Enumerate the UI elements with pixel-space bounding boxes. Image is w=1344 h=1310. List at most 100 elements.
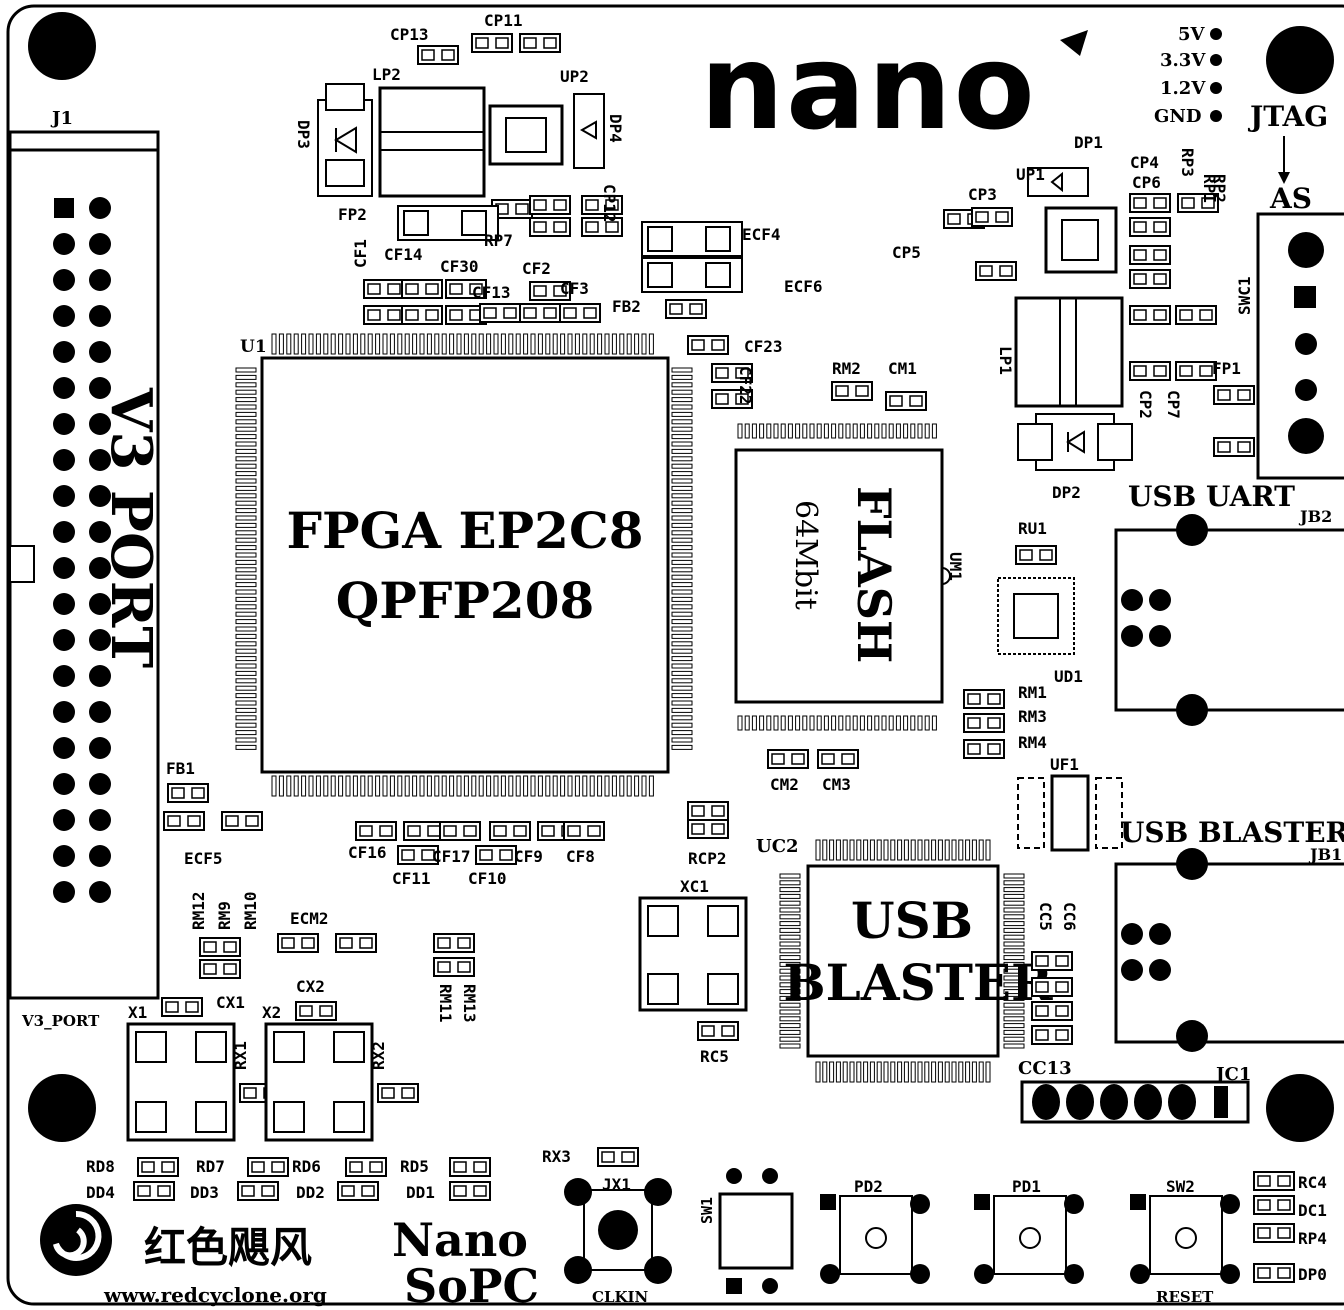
smd-pad bbox=[553, 285, 567, 297]
mounting-hole bbox=[28, 12, 96, 80]
ic-pin bbox=[1003, 975, 1025, 981]
v3-port-label: V3_PORT bbox=[21, 1012, 100, 1030]
ref-rcp2: RCP2 bbox=[688, 849, 727, 868]
ic-pin bbox=[671, 537, 693, 543]
pin bbox=[89, 701, 111, 723]
ic-pin bbox=[759, 715, 765, 731]
ic-pin bbox=[515, 333, 521, 355]
ic-pin bbox=[537, 775, 543, 797]
ic-pin bbox=[278, 775, 284, 797]
ic-pin bbox=[560, 333, 566, 355]
ic-pin bbox=[849, 839, 855, 861]
ic-pin bbox=[671, 685, 693, 691]
ic-pin bbox=[463, 775, 469, 797]
ic-pin bbox=[235, 715, 257, 721]
smd-pad bbox=[1179, 309, 1193, 321]
pin bbox=[53, 629, 75, 651]
pin bbox=[89, 341, 111, 363]
ic-pin bbox=[235, 508, 257, 514]
smd-pad bbox=[771, 753, 785, 765]
ic-pin bbox=[867, 715, 873, 731]
ic-pin bbox=[360, 775, 366, 797]
smd-pad bbox=[1199, 365, 1213, 377]
ref-lp1: LP1 bbox=[996, 346, 1015, 375]
smd-pad bbox=[721, 1025, 735, 1037]
ref-ud1: UD1 bbox=[1054, 667, 1083, 686]
smd-pad bbox=[441, 49, 455, 61]
ic-pin bbox=[486, 333, 492, 355]
ic-pin bbox=[456, 775, 462, 797]
pd1-button bbox=[974, 1194, 1084, 1284]
smd-pad bbox=[947, 213, 961, 225]
ic-pin bbox=[910, 1061, 916, 1083]
ic-pin bbox=[937, 839, 943, 861]
ic-pin bbox=[910, 839, 916, 861]
ic-pin bbox=[852, 423, 858, 439]
ref-cp3: CP3 bbox=[968, 185, 997, 204]
pin bbox=[53, 737, 75, 759]
ic-pin bbox=[809, 423, 815, 439]
ref-sw2: SW2 bbox=[1166, 1177, 1195, 1196]
pin bbox=[53, 773, 75, 795]
ic-pin bbox=[856, 1061, 862, 1083]
ref-cf22: CF22 bbox=[736, 366, 755, 405]
ic-pin bbox=[367, 333, 373, 355]
ic-pin bbox=[1003, 1043, 1025, 1049]
ic-pin bbox=[779, 995, 801, 1001]
smd-pad bbox=[541, 825, 555, 837]
smd-pad bbox=[543, 307, 557, 319]
smd-pad bbox=[1181, 197, 1195, 209]
ic-pin bbox=[641, 775, 647, 797]
ic-pin bbox=[944, 1061, 950, 1083]
ic-pin bbox=[671, 582, 693, 588]
ic-pin bbox=[671, 589, 693, 595]
ic-pin bbox=[895, 715, 901, 731]
smd-pad bbox=[421, 849, 435, 861]
smd-pad bbox=[1153, 309, 1167, 321]
ref-xc1: XC1 bbox=[680, 877, 709, 896]
ref-jx1: JX1 bbox=[602, 1175, 631, 1194]
ic-pin bbox=[589, 333, 595, 355]
smd-pad bbox=[503, 307, 517, 319]
ic-pin bbox=[235, 633, 257, 639]
ic-pin bbox=[671, 715, 693, 721]
ic-pin bbox=[671, 626, 693, 632]
smd-pad bbox=[379, 825, 393, 837]
smd-pad bbox=[1035, 1005, 1049, 1017]
ref-dp1: DP1 bbox=[1074, 133, 1103, 152]
ic-pin bbox=[441, 775, 447, 797]
xc1-crystal bbox=[638, 896, 748, 1012]
ic-pin bbox=[842, 839, 848, 861]
ic-pin bbox=[780, 715, 786, 731]
ic-pin bbox=[671, 448, 693, 454]
ic-pin bbox=[823, 715, 829, 731]
ic-pin bbox=[1003, 1016, 1025, 1022]
ic-pin bbox=[671, 707, 693, 713]
smd-pad bbox=[1055, 955, 1069, 967]
ref-rp1: RP1 bbox=[1200, 174, 1219, 203]
smd-pad bbox=[1055, 981, 1069, 993]
ic-pin bbox=[779, 968, 801, 974]
ic-pin bbox=[779, 907, 801, 913]
flash-size: 64Mbit bbox=[788, 500, 823, 610]
ic-pin bbox=[985, 1061, 991, 1083]
ic-pin bbox=[779, 1043, 801, 1049]
ref-cf11: CF11 bbox=[392, 869, 431, 888]
pin bbox=[89, 881, 111, 903]
smd-pad bbox=[449, 309, 463, 321]
brand-sopc: SoPC bbox=[404, 1259, 539, 1310]
ic-pin bbox=[835, 1061, 841, 1083]
ic-pin bbox=[951, 839, 957, 861]
smd-pad bbox=[841, 753, 855, 765]
smd-pad bbox=[203, 941, 217, 953]
ref-cc13: CC13 bbox=[1018, 1058, 1072, 1079]
smd-pad bbox=[979, 265, 993, 277]
smd-pad bbox=[187, 815, 201, 827]
ic-pin bbox=[235, 737, 257, 743]
smd-pad bbox=[243, 1087, 257, 1099]
smd-pad bbox=[425, 283, 439, 295]
ic-pin bbox=[971, 1061, 977, 1083]
ic-pin bbox=[1003, 961, 1025, 967]
ic-pin bbox=[890, 1061, 896, 1083]
smd-pad bbox=[341, 1185, 355, 1197]
